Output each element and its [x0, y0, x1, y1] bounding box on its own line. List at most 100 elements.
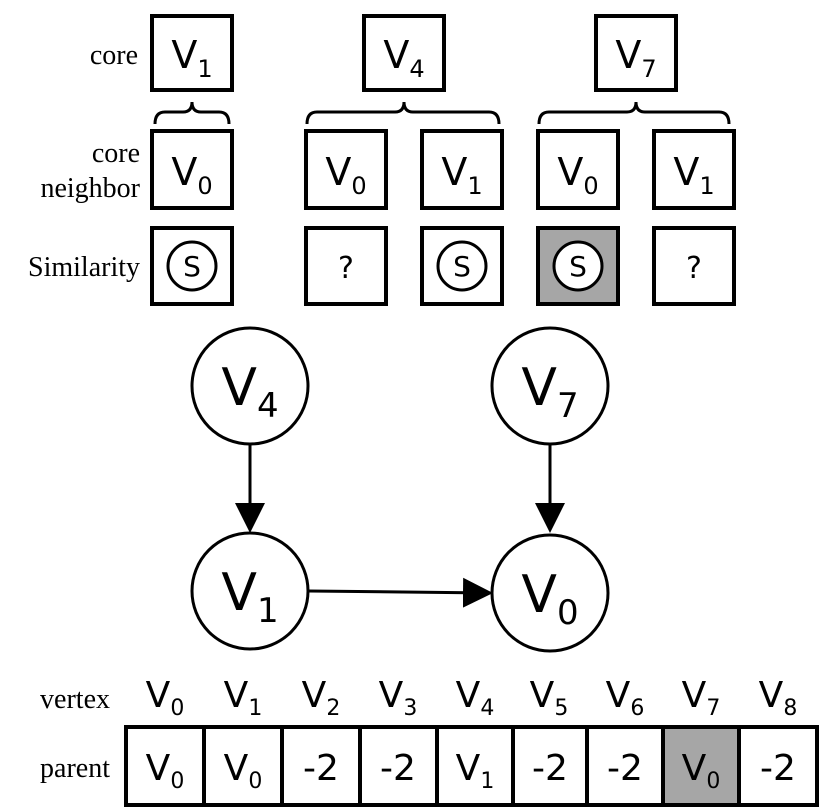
svg-text:V0: V0 — [557, 150, 598, 200]
svg-text:V0: V0 — [325, 150, 366, 200]
svg-text:V7: V7 — [615, 33, 656, 83]
parent-value-1: V — [224, 748, 249, 789]
svg-text:V1: V1 — [221, 563, 278, 631]
parent-value-4: V — [456, 748, 481, 789]
similarity-value-5: ? — [686, 251, 702, 286]
svg-text:V3: V3 — [379, 675, 418, 721]
graph-node-v1: V1 — [190, 531, 310, 651]
neighbor-sub-2: 0 — [351, 172, 366, 200]
svg-text:V1: V1 — [224, 675, 263, 721]
neighbor-label-4: V — [557, 150, 583, 194]
vertex-label-6: V — [606, 675, 631, 716]
neighbor-sub-4: 0 — [583, 172, 598, 200]
row-label-similarity: Similarity — [28, 252, 140, 283]
core-sub-2: 4 — [409, 55, 424, 83]
neighbor-label-5: V — [673, 150, 699, 194]
graph-node-label-v1: V — [221, 563, 257, 623]
svg-text:V0: V0 — [171, 150, 212, 200]
brace-core-2 — [305, 101, 501, 125]
core-box-3: V7 — [594, 14, 678, 92]
svg-text:V4: V4 — [456, 675, 495, 721]
similarity-box-1: S — [150, 226, 234, 306]
parent-value-2: -2 — [303, 748, 339, 789]
graph-node-label-v0: V — [521, 565, 557, 625]
vertex-sub-2: 2 — [326, 696, 340, 721]
neighbor-box-3: V1 — [420, 129, 504, 210]
neighbor-label-1: V — [171, 150, 197, 194]
core-label-3: V — [615, 33, 641, 77]
vertex-label-1: V — [224, 675, 249, 716]
similarity-value-4: S — [569, 250, 587, 283]
core-box-2: V4 — [362, 14, 446, 92]
svg-text:V1: V1 — [673, 150, 714, 200]
vertex-sub-7: 7 — [706, 696, 720, 721]
neighbor-sub-3: 1 — [467, 172, 482, 200]
parent-cell-7 — [661, 725, 741, 807]
parent-sub-0: 0 — [170, 769, 184, 794]
svg-text:V7: V7 — [682, 675, 721, 721]
vertex-sub-0: 0 — [170, 696, 184, 721]
graph-node-label-v4: V — [221, 358, 257, 418]
row-label-core-neighbor-line1: core — [92, 138, 140, 169]
vertex-label-4: V — [456, 675, 481, 716]
row-label-core-neighbor-line2: neighbor — [40, 173, 140, 204]
parent-sub-7: 0 — [706, 769, 720, 794]
similarity-value-2: ? — [338, 251, 354, 286]
similarity-value-1: S — [183, 250, 201, 283]
svg-text:V1: V1 — [441, 150, 482, 200]
neighbor-box-1: V0 — [150, 129, 234, 210]
svg-text:V5: V5 — [530, 675, 569, 721]
parent-value-0: V — [146, 748, 171, 789]
vertex-label-8: V — [759, 675, 784, 716]
vertex-header: V0 V1 V2 V3 V4 V5 V6 V7 V8 — [146, 675, 798, 721]
vertex-label-7: V — [682, 675, 707, 716]
graph-node-sub-v0: 0 — [557, 593, 579, 633]
graph-node-sub-v1: 1 — [257, 591, 279, 631]
graph-node-v0: V0 — [490, 533, 610, 653]
parent-array: V0 V0 -2 -2 V1 -2 -2 V0 -2 — [124, 725, 819, 807]
vertex-sub-4: 4 — [480, 696, 494, 721]
svg-text:V4: V4 — [383, 33, 424, 83]
svg-text:V2: V2 — [302, 675, 341, 721]
brace-core-3 — [537, 101, 731, 125]
parent-value-8: -2 — [760, 748, 796, 789]
svg-text:V7: V7 — [521, 358, 578, 426]
similarity-box-4: S — [536, 226, 620, 306]
parent-sub-1: 0 — [248, 769, 262, 794]
svg-text:V1: V1 — [171, 33, 212, 83]
similarity-box-3: S — [420, 226, 504, 306]
svg-text:V0: V0 — [682, 748, 721, 794]
neighbor-box-4: V0 — [536, 129, 620, 210]
graph-node-label-v7: V — [521, 358, 557, 418]
row-label-parent: parent — [40, 753, 110, 784]
neighbor-sub-5: 1 — [699, 172, 714, 200]
parent-cell-8 — [737, 725, 819, 807]
row-label-core: core — [90, 40, 138, 71]
core-box-1: V1 — [150, 14, 234, 92]
parent-value-5: -2 — [532, 748, 568, 789]
svg-text:V0: V0 — [146, 675, 185, 721]
neighbor-label-2: V — [325, 150, 351, 194]
svg-text:V1: V1 — [456, 748, 495, 794]
similarity-value-3: S — [453, 250, 471, 283]
brace-core-1 — [153, 101, 231, 125]
svg-text:V4: V4 — [221, 358, 278, 426]
core-label-2: V — [383, 33, 409, 77]
vertex-label-5: V — [530, 675, 555, 716]
row-label-vertex: vertex — [40, 684, 110, 715]
core-sub-1: 1 — [197, 55, 212, 83]
core-sub-3: 7 — [641, 55, 656, 83]
vertex-sub-3: 3 — [403, 696, 417, 721]
graph-node-v4: V4 — [190, 326, 310, 446]
vertex-label-3: V — [379, 675, 404, 716]
core-label-1: V — [171, 33, 197, 77]
similarity-box-5: ? — [652, 226, 736, 306]
graph-node-sub-v4: 4 — [257, 386, 279, 426]
graph-node-v7: V7 — [490, 326, 610, 446]
parent-cell-2 — [280, 725, 362, 807]
similarity-box-2: ? — [304, 226, 388, 306]
svg-text:V8: V8 — [759, 675, 798, 721]
neighbor-box-5: V1 — [652, 129, 736, 210]
similarity-circle-3 — [436, 240, 488, 292]
